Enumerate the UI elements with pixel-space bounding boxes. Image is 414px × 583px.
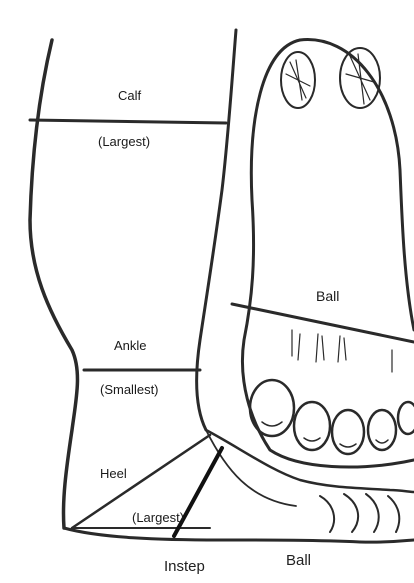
- instep-caption: Instep: [164, 558, 205, 575]
- ball-caption: Ball: [286, 552, 311, 569]
- side-toes: [320, 494, 399, 532]
- ankle-note: (Smallest): [100, 382, 159, 397]
- sole-outline: [64, 528, 414, 542]
- calf-label: Calf: [118, 88, 141, 103]
- heel-note: (Largest): [132, 510, 184, 525]
- sole-view-outline: [242, 40, 414, 467]
- toe-1: [250, 380, 294, 436]
- toe-2: [294, 402, 330, 450]
- toe-4: [368, 410, 396, 450]
- calf-note: (Largest): [98, 134, 150, 149]
- ankle-label: Ankle: [114, 338, 147, 353]
- sole-view-outline-right: [300, 40, 414, 330]
- leg-right-outline: [197, 30, 236, 430]
- arch-line: [206, 430, 296, 506]
- instep-outline: [206, 430, 414, 492]
- heel-label: Heel: [100, 466, 127, 481]
- leg-left-outline: [30, 40, 77, 528]
- calf-line: [30, 120, 226, 123]
- ball-line: [232, 304, 414, 342]
- toe-5: [398, 402, 414, 434]
- ball-label: Ball: [316, 288, 339, 304]
